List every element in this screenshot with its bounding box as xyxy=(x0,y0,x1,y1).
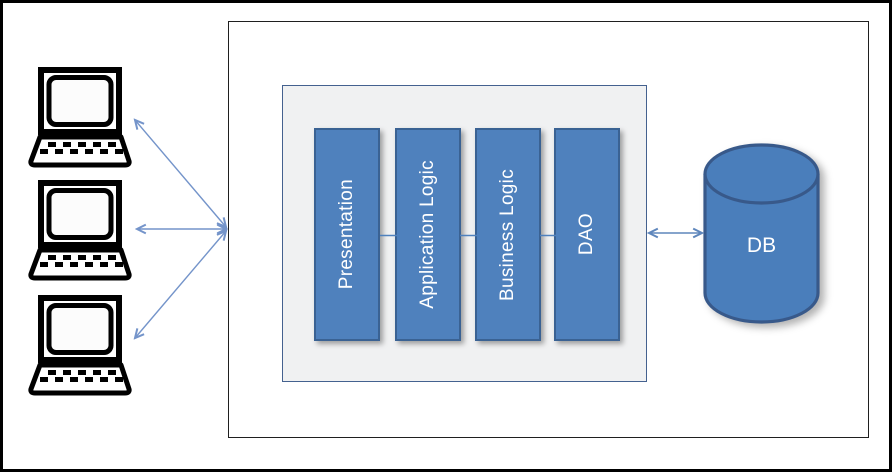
client-computer-3 xyxy=(28,290,132,396)
desktop-computer-icon xyxy=(28,295,132,396)
double-headed-arrow-icon xyxy=(135,231,226,338)
layer-label: Business Logic xyxy=(497,168,518,301)
layers-panel: Presentation Application Logic Business … xyxy=(282,85,647,382)
layer-bar-dao: DAO xyxy=(554,128,620,341)
server-boundary-box: Presentation Application Logic Business … xyxy=(228,21,869,438)
double-headed-arrow-icon xyxy=(135,120,226,227)
layer-label: Presentation xyxy=(336,179,357,290)
layer-bar-presentation: Presentation xyxy=(314,128,380,341)
layer-label: Application Logic xyxy=(417,160,438,309)
database-label: DB xyxy=(746,234,777,257)
client-computer-2 xyxy=(28,175,132,281)
database-cylinder-icon xyxy=(703,143,820,324)
layer-bar-application-logic: Application Logic xyxy=(395,128,461,341)
layer-label: DAO xyxy=(576,213,597,256)
desktop-computer-icon xyxy=(28,180,132,281)
client-computer-1 xyxy=(28,62,132,168)
client-server-arrows xyxy=(135,120,226,338)
layer-bar-business-logic: Business Logic xyxy=(475,128,541,341)
desktop-computer-icon xyxy=(28,67,132,168)
